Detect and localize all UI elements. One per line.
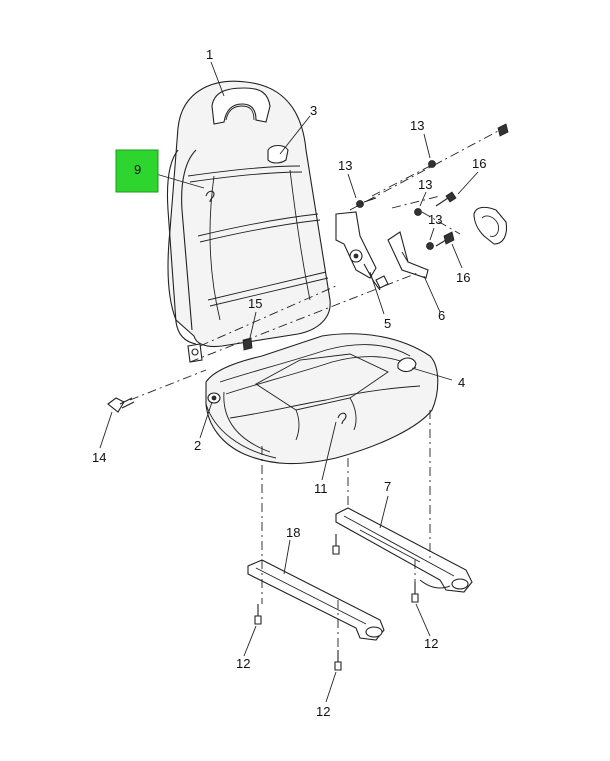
callout-16-b[interactable]: 16: [456, 270, 470, 285]
callout-6[interactable]: 6: [438, 308, 445, 323]
callout-13-a[interactable]: 13: [338, 158, 352, 173]
callout-12-a[interactable]: 12: [236, 656, 250, 671]
callout-13-b[interactable]: 13: [410, 118, 424, 133]
callout-11[interactable]: 11: [314, 481, 328, 496]
bracket-6: [387, 231, 429, 279]
callout-4[interactable]: 4: [458, 375, 465, 390]
recliner-bracket: [335, 211, 389, 291]
callout-13-d[interactable]: 13: [428, 212, 442, 227]
callout-3[interactable]: 3: [310, 103, 317, 118]
callout-16-a[interactable]: 16: [472, 156, 486, 171]
callout-7[interactable]: 7: [384, 479, 391, 494]
callout-18[interactable]: 18: [286, 525, 300, 540]
slide-rail-18: [247, 559, 385, 641]
callout-2[interactable]: 2: [194, 438, 201, 453]
fasteners: [107, 123, 509, 671]
callout-5[interactable]: 5: [384, 316, 391, 331]
seat-back: [166, 80, 331, 363]
callout-labels: 1 3 9 13 13 13 13 16 16 15 5 6 4 2 14 11…: [92, 47, 486, 719]
highlight-box-9[interactable]: [115, 149, 159, 193]
callout-12-b[interactable]: 12: [424, 636, 438, 651]
callout-14[interactable]: 14: [92, 450, 106, 465]
callout-1[interactable]: 1: [206, 47, 213, 62]
callout-12-c[interactable]: 12: [316, 704, 330, 719]
callout-9[interactable]: 9: [134, 162, 141, 177]
assembly-lines: [129, 129, 501, 650]
side-handle: [473, 206, 508, 245]
leader-lines: [99, 61, 479, 703]
callout-13-c[interactable]: 13: [418, 177, 432, 192]
seat-cushion: [205, 333, 439, 465]
slide-rail-7: [335, 507, 473, 593]
callout-15[interactable]: 15: [248, 296, 262, 311]
